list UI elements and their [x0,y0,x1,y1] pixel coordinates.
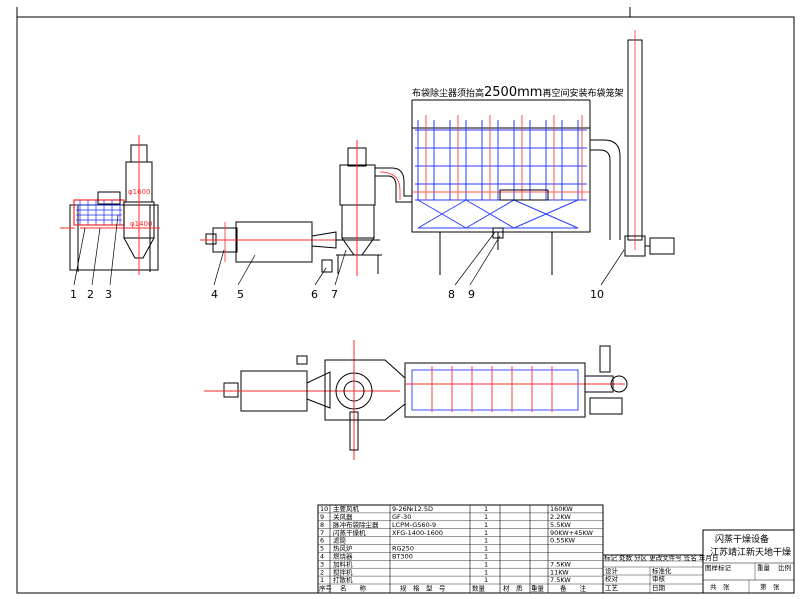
callout-4: 4 [211,288,218,301]
table-cell-qty: 1 [484,560,488,568]
title-total-sheets: 共 张 [710,582,730,591]
table-cell-power: 7.5KW [550,560,571,568]
callout-5: 5 [237,288,244,301]
table-cell-no: 2 [320,568,324,576]
bag-filter [411,99,621,275]
main-fan-chimney [624,30,675,257]
title-scale: 比例 [778,563,791,572]
title-line-2: 江苏靖江新天地干燥 [710,546,791,558]
callout-3: 3 [105,288,112,301]
flash-dryer [321,140,412,276]
table-cell-name: 滤筒 [333,536,347,545]
table-cell-name: 加料机 [333,559,353,568]
table-header-cell: 重量 [531,584,545,592]
plan-view [204,340,628,460]
title-weight: 重量 [757,564,771,572]
table-cell-model: BT300 [392,553,413,561]
table-cell-no: 4 [320,553,324,561]
table-cell-name: 主要风机 [333,504,360,513]
table-cell-qty: 1 [484,545,488,553]
table-cell-qty: 1 [484,505,488,513]
table-header-cell: 序号 [319,583,333,592]
callout-8: 8 [448,288,455,301]
table-cell-power: 0.55KW [550,537,576,545]
rev-label-review: 审核 [652,574,666,583]
table-cell-qty: 1 [484,553,488,561]
table-header-cell: 名 称 [340,583,367,592]
table-cell-name: 打散机 [333,575,353,584]
rev-label-design: 设计 [605,566,619,575]
banner-text: 布袋除尘器须抬高2500mm再空间安装布袋笼架 [412,85,623,100]
title-line-1: 闪蒸干燥设备 [715,533,769,545]
table-header-cell: 材 质 [503,583,523,592]
table-cell-power: 5.5KW [550,521,571,529]
table-cell-name: 搅拌机 [333,567,353,576]
rev-label-standard: 标准化 [652,566,672,575]
title-block: 标记 处数 分区 更改文件号 签名 年月日 设计 标准化 校对 审核 工艺 日期… [602,529,795,594]
table-cell-no: 9 [320,513,324,521]
table-cell-name: 关风器 [333,512,353,521]
table-cell-power: 2.2KW [550,513,571,521]
table-cell-qty: 1 [484,521,488,529]
table-cell-model: XFG-1400-1600 [392,529,443,537]
table-cell-power: 7.5KW [550,576,571,584]
table-header-cell: 规 格 型 号 [400,583,446,592]
hot-air-furnace [200,221,380,263]
title-sheet-no: 第 张 [760,582,780,591]
feed-units [60,135,160,275]
table-cell-name: 脉冲布袋除尘器 [333,520,379,529]
rev-row1: 标记 处数 分区 更改文件号 签名 年月日 [604,553,718,562]
callout-1: 1 [70,288,77,301]
table-cell-name: 热风炉 [333,544,353,553]
callout-2: 2 [87,288,94,301]
table-header-cell: 备 注 [560,583,587,592]
parts-table: 10 主要风机 9-26№12.5D 1 160KW 9 关风器 GF-30 1 2.2KW 8 脉冲… [317,504,604,594]
table-cell-no: 10 [320,505,328,513]
table-cell-model: RG250 [392,545,414,553]
table-cell-qty: 1 [484,537,488,545]
callout-7: 7 [331,288,338,301]
callout-10: 10 [590,288,604,301]
rev-label-check: 校对 [605,574,619,583]
table-header-cell: 数量 [472,583,486,592]
table-cell-qty: 1 [484,513,488,521]
callout-6: 6 [311,288,318,301]
table-cell-no: 7 [320,529,324,537]
rev-label-process: 工艺 [605,584,619,592]
table-cell-name: 闪蒸干燥机 [333,528,366,537]
table-cell-no: 3 [320,560,324,568]
title-drawing-mark: 图样标记 [705,563,732,572]
table-cell-model: 9-26№12.5D [392,505,433,513]
table-cell-qty: 1 [484,576,488,584]
table-cell-power: 90KW+45KW [550,529,593,537]
table-cell-no: 8 [320,521,324,529]
table-cell-qty: 1 [484,568,488,576]
table-cell-qty: 1 [484,529,488,537]
table-cell-no: 1 [320,576,324,584]
table-cell-no: 5 [320,545,324,553]
table-cell-model: GF-30 [392,513,411,521]
callout-9: 9 [468,288,475,301]
table-cell-power: 11KW [550,568,569,576]
table-cell-no: 6 [320,537,324,545]
dim-1600: φ1600 [128,188,150,196]
table-cell-name: 燃烧器 [333,552,353,561]
table-cell-model: LCPM-GS60-9 [392,521,436,529]
dim-1400: φ1400 [130,220,152,228]
table-cell-power: 160KW [550,505,573,513]
rev-label-date: 日期 [652,584,666,592]
